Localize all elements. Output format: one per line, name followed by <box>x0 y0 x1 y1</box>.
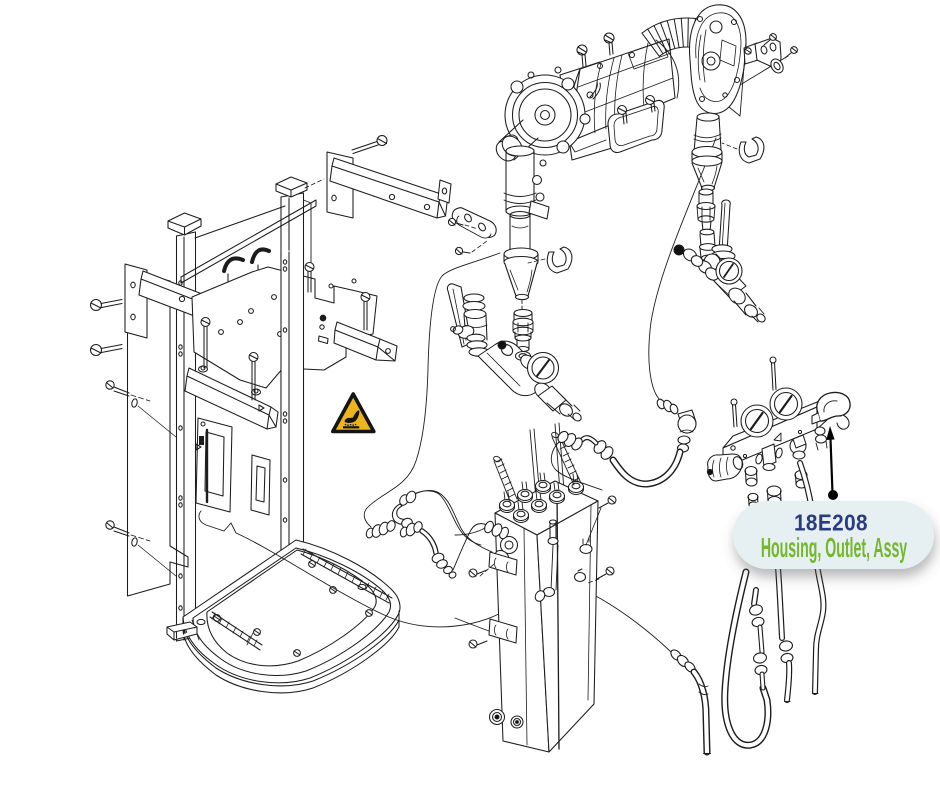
svg-text:18E208: 18E208 <box>794 509 868 535</box>
svg-text:Housing, Outlet, Assy: Housing, Outlet, Assy <box>761 532 908 564</box>
